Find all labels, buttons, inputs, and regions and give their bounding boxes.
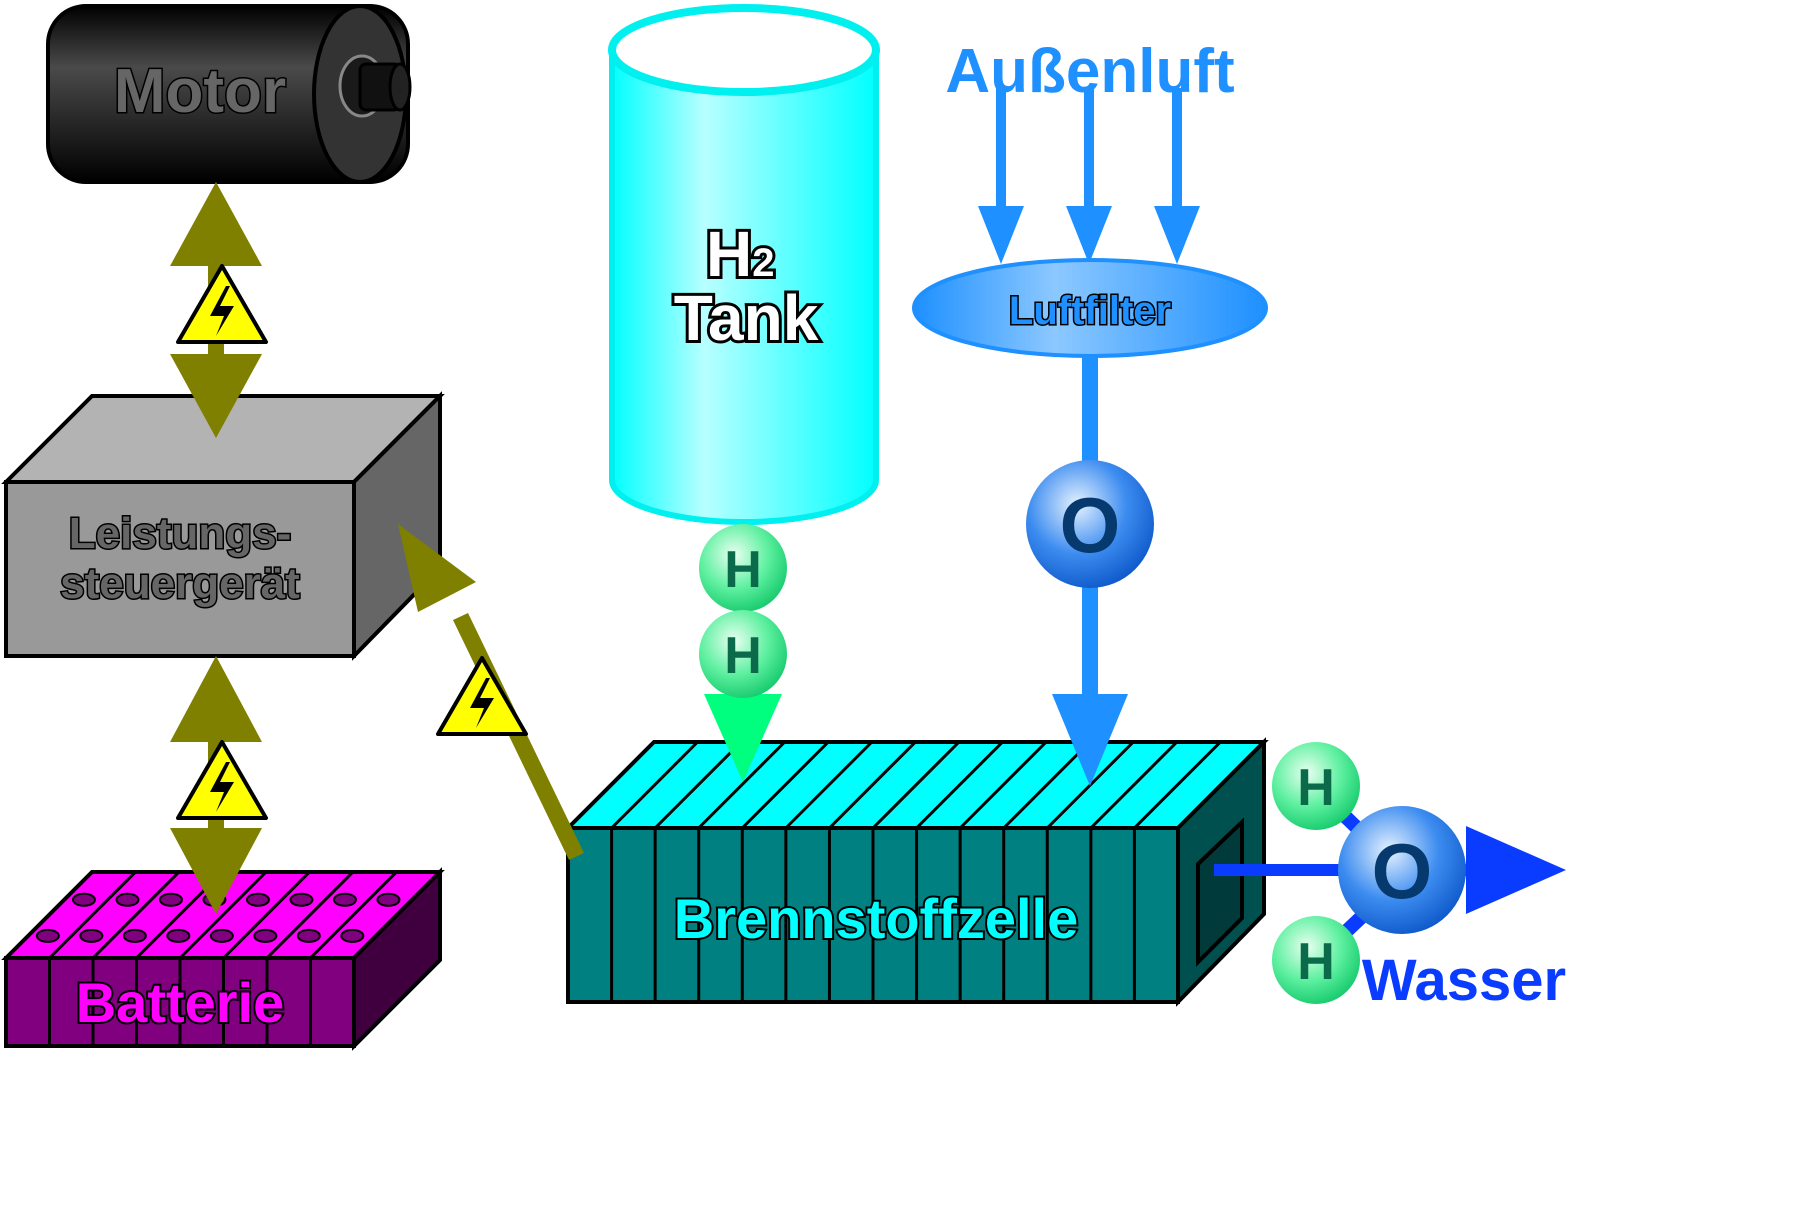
battery-terminal	[209, 928, 234, 943]
tank-label-h: H2	[706, 218, 774, 290]
power-controller-box: Leistungs- steuergerät	[1, 391, 445, 661]
fuel-cell-label: Brennstoffzelle	[674, 887, 1079, 950]
battery-cell-divider	[265, 870, 355, 960]
battery-terminal	[296, 928, 321, 943]
svg-text:H: H	[724, 541, 762, 599]
battery-terminal	[71, 892, 96, 907]
battery-cell-divider	[309, 870, 398, 960]
fuel-cell-plate-divider	[784, 740, 873, 830]
water-oxygen-atom: O	[1338, 806, 1466, 934]
hydrogen-atom: H	[699, 524, 787, 612]
water-label: Wasser	[1362, 948, 1566, 1013]
air-filter: Luftfilter	[912, 258, 1268, 358]
high-voltage-warning-icon	[176, 740, 268, 820]
battery-cell-divider	[91, 870, 181, 960]
outside-air-arrows	[978, 88, 1200, 264]
battery-terminal	[245, 892, 270, 907]
air-filter-label: Luftfilter	[1009, 289, 1171, 333]
motor-label: Motor	[114, 57, 286, 126]
battery-terminal	[166, 928, 191, 943]
battery-terminal	[115, 892, 140, 907]
fuel-cell-plate-divider	[697, 740, 786, 830]
battery-terminal	[35, 928, 60, 943]
high-voltage-warning-icon	[176, 264, 268, 344]
battery-terminal	[253, 928, 278, 943]
hydrogen-tank: H2 Tank	[608, 4, 880, 525]
svg-text:O: O	[1060, 481, 1121, 569]
battery-cell-divider	[48, 870, 137, 960]
battery-cell-divider	[222, 870, 311, 960]
fuel-cell-plate-divider	[1133, 740, 1222, 830]
svg-text:H: H	[724, 627, 762, 685]
fuel-cell-plate-divider	[1002, 740, 1091, 830]
svg-text:H: H	[1297, 759, 1335, 817]
oxygen-atom: O	[1026, 460, 1154, 588]
tank-label-word: Tank	[674, 282, 819, 354]
water-hydrogen-atom: H	[1272, 742, 1360, 830]
controller-label-line2: steuergerät	[60, 559, 300, 608]
battery-terminal	[122, 928, 147, 943]
fuel-cell-plate-divider	[828, 740, 917, 830]
hydrogen-atom: H	[699, 610, 787, 698]
svg-text:H: H	[1297, 933, 1335, 991]
battery: Batterie	[1, 867, 445, 1051]
fuel-cell-plate-divider	[871, 740, 961, 830]
fuel-cell-plate-divider	[959, 740, 1048, 830]
motor: Motor	[46, 4, 412, 184]
fuel-cell: Brennstoffzelle	[563, 737, 1269, 1007]
svg-text:O: O	[1372, 827, 1433, 915]
fuel-cell-plate-divider	[610, 740, 699, 830]
battery-terminal	[158, 892, 183, 907]
fuel-cell-plate-divider	[915, 740, 1004, 830]
battery-terminal	[332, 892, 357, 907]
battery-terminal	[289, 892, 314, 907]
fuel-cell-plate-divider	[654, 740, 743, 830]
high-voltage-warning-icon	[436, 656, 528, 736]
tank-h-symbol: H	[706, 218, 752, 290]
fuel-cell-plate-divider	[741, 740, 830, 830]
water-hydrogen-atom: H	[1272, 916, 1360, 1004]
battery-cell-divider	[178, 870, 268, 960]
tank-h-subscript: 2	[752, 241, 774, 285]
outside-air-label: Außenluft	[945, 37, 1234, 106]
hydrogen-to-fuelcell-arrow	[704, 694, 782, 782]
battery-terminal	[376, 892, 401, 907]
controller-label-line1: Leistungs-	[69, 509, 291, 558]
battery-terminal	[79, 928, 104, 943]
fuel-cell-plate-divider	[1089, 740, 1178, 830]
battery-terminal	[340, 928, 365, 943]
battery-label: Batterie	[76, 971, 285, 1034]
